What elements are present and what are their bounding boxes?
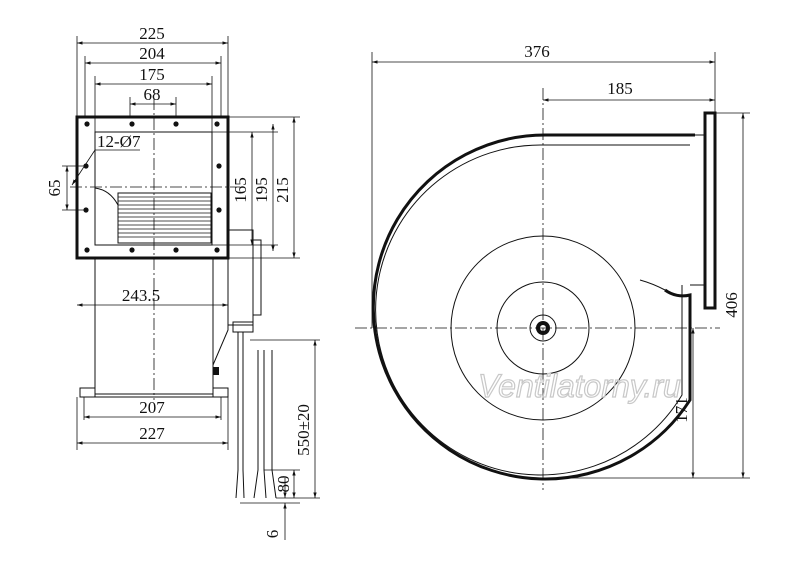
dim-215: 215: [273, 177, 292, 203]
volute-outer: [371, 133, 695, 481]
top-dimensions: 225 204 175 68: [76, 24, 229, 132]
dim-80: 80: [274, 476, 293, 493]
side-top-dimensions: 376 185: [371, 42, 716, 328]
right-dimensions: 165 195 215: [212, 116, 300, 259]
dim-207: 207: [139, 398, 165, 417]
dim-165: 165: [231, 177, 250, 203]
dim-65: 65: [45, 180, 64, 197]
cable-dimensions: 550±20 80 6: [240, 340, 320, 540]
dim-185: 185: [607, 79, 633, 98]
impeller-blades: [94, 187, 212, 244]
dim-550: 550±20: [294, 404, 313, 456]
dim-171: 171: [672, 397, 691, 423]
dim-376: 376: [524, 42, 550, 61]
dim-68: 68: [144, 85, 161, 104]
dim-6: 6: [263, 530, 282, 539]
watermark: Ventilatorny.ru: [478, 368, 681, 404]
left-dimension: 65: [45, 165, 86, 211]
side-height-dimensions: 406 171: [555, 112, 750, 479]
side-outlet-flange: [703, 111, 717, 310]
hole-callout: 12-Ø7: [71, 132, 141, 186]
depth-dimension: 243.5: [77, 286, 228, 307]
dim-204: 204: [139, 44, 165, 63]
dim-243-5: 243.5: [122, 286, 160, 305]
dim-227: 227: [139, 424, 165, 443]
side-view: 376 185 406 171: [355, 42, 750, 490]
dim-225: 225: [139, 24, 165, 43]
volute-inner: [375, 144, 690, 476]
dim-175: 175: [139, 65, 165, 84]
front-view: 225 204 175 68 12-Ø7 65 165 1: [45, 24, 320, 540]
motor: [212, 229, 262, 375]
flange-holes: [83, 121, 222, 253]
outlet-flange: [75, 115, 230, 260]
base-dimensions: 207 227: [76, 397, 229, 450]
dim-195: 195: [252, 177, 271, 203]
dim-holes: 12-Ø7: [97, 132, 141, 151]
dim-406: 406: [722, 292, 741, 318]
